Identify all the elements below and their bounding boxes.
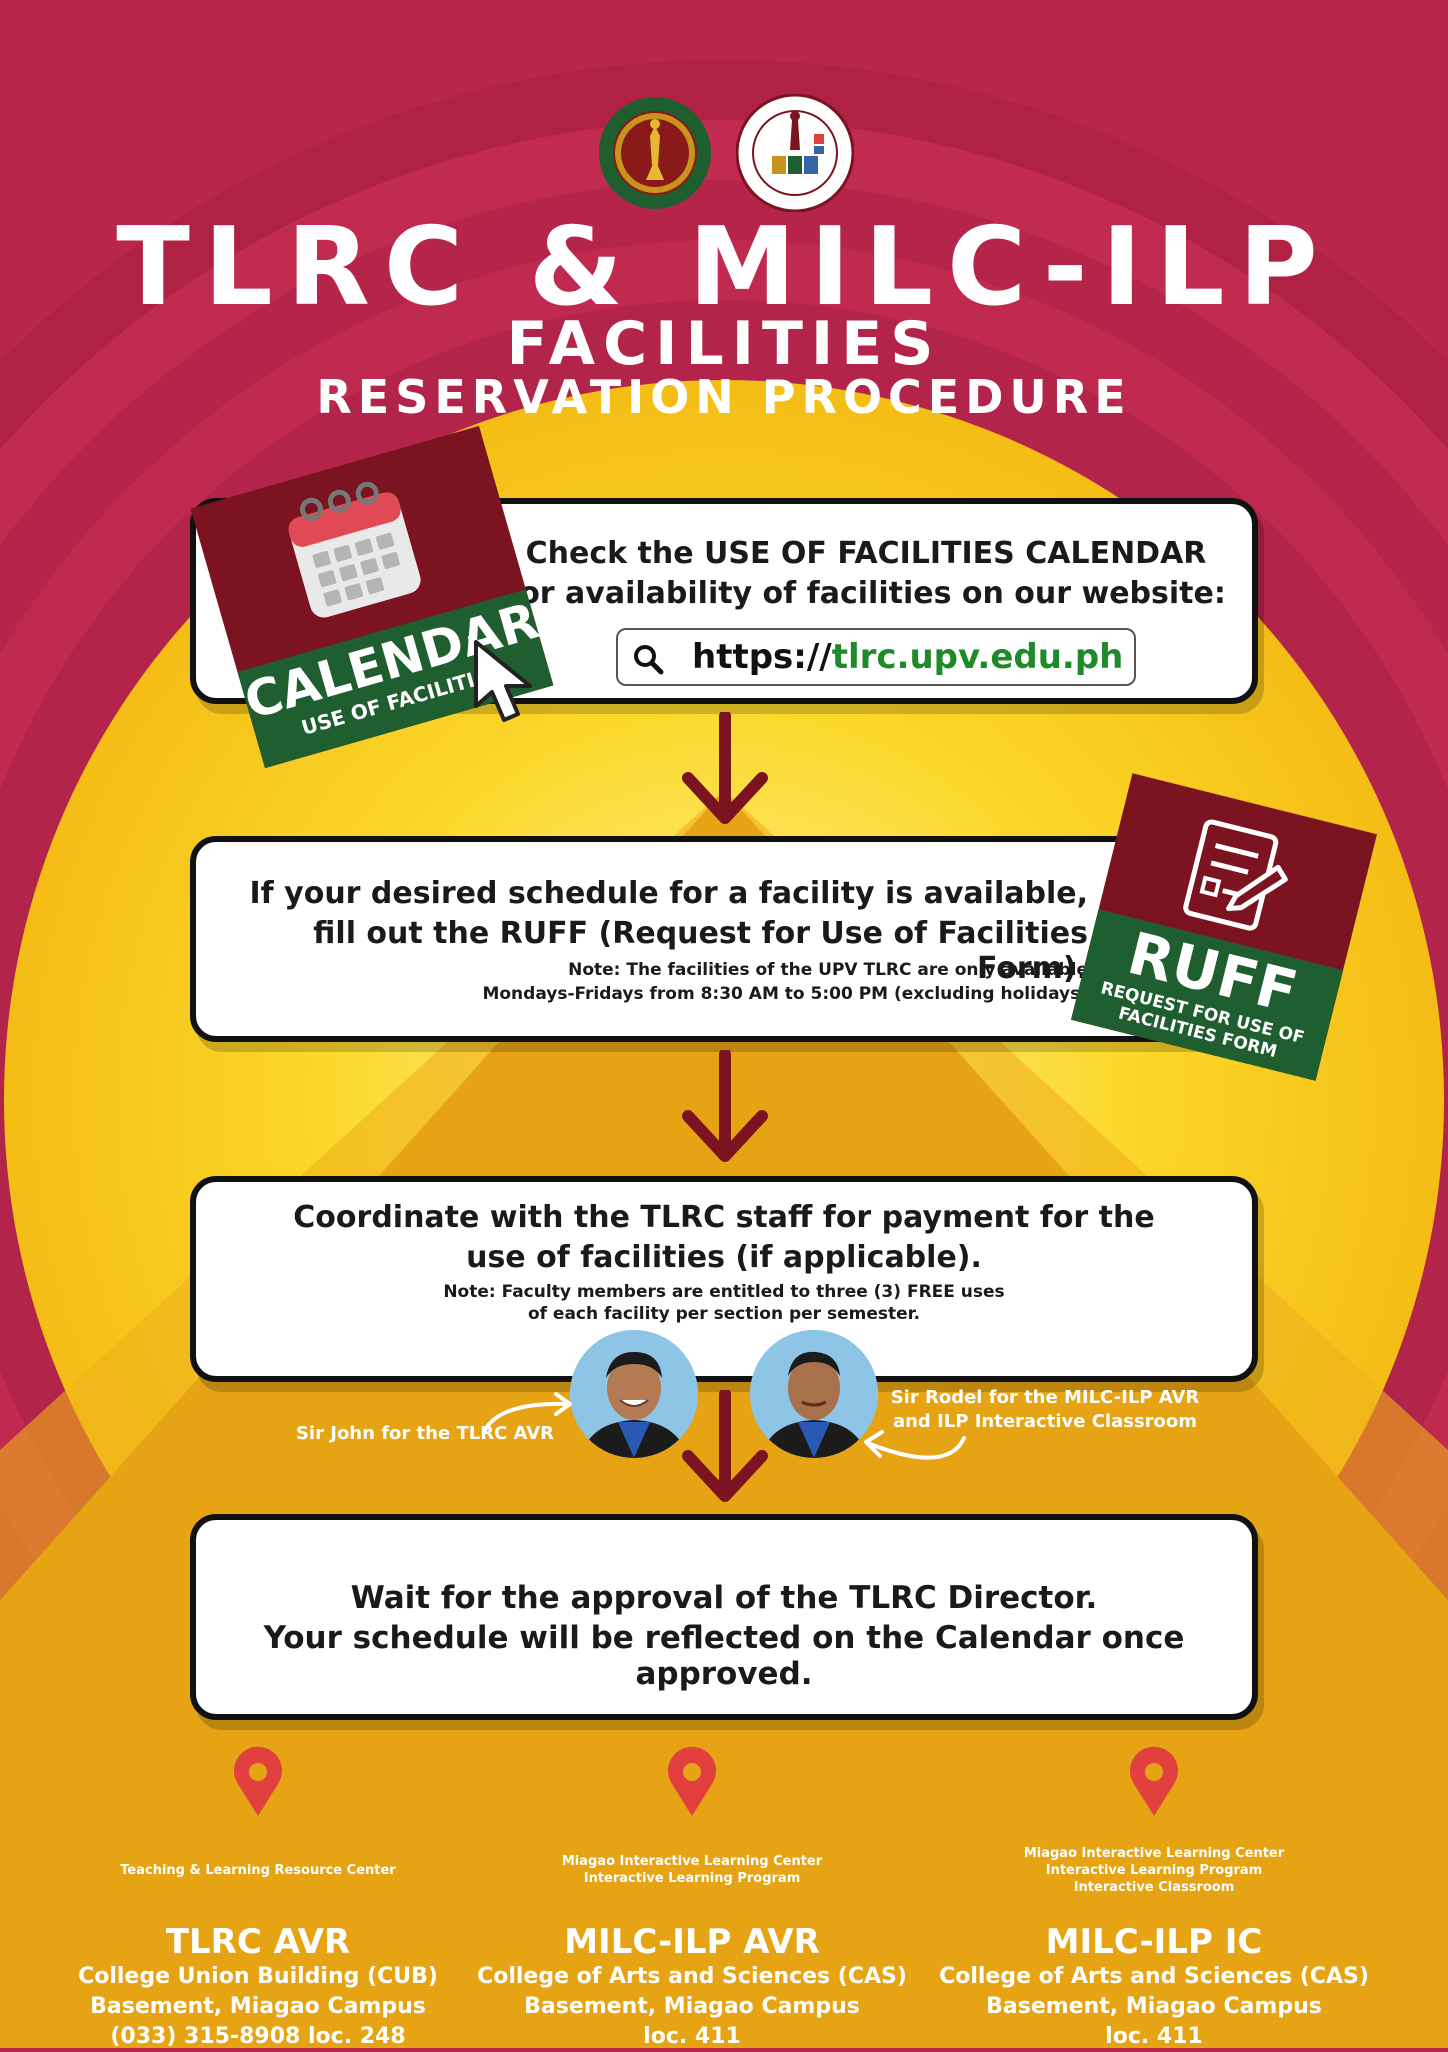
step-3-note-2: of each facility per section per semeste… [527, 1304, 921, 1324]
page-subtitle: FACILITIES [506, 309, 942, 379]
up-visayas-seal [598, 96, 712, 210]
tlrc-seal [735, 93, 855, 213]
location-milc-ilp-ic: Miagao Interactive Learning Center Inter… [934, 1746, 1374, 2052]
location-address-2: Basement, Miagao Campus [524, 1994, 860, 2019]
step-3-line-2: use of facilities (if applicable). [466, 1240, 982, 1275]
location-phone: (033) 315-8908 loc. 248 [110, 2024, 406, 2049]
form-icon [1183, 819, 1288, 931]
contact-sir-john: Sir John for the TLRC AVR [295, 1423, 555, 1444]
location-sub-line: Interactive Learning Program [583, 1871, 801, 1886]
location-pin-icon [668, 1746, 716, 1816]
location-phone: loc. 411 [643, 2024, 741, 2049]
location-address-1: College of Arts and Sciences (CAS) [477, 1964, 907, 1989]
page-title: TLRC & MILC-ILP [116, 205, 1332, 330]
avatar-sir-rodel [750, 1330, 878, 1458]
contact-sir-rodel-2: and ILP Interactive Classroom [892, 1411, 1198, 1432]
ruff-badge[interactable]: RUFF REQUEST FOR USE OF FACILITIES FORM [1071, 773, 1377, 1081]
location-pin-icon [1130, 1746, 1178, 1816]
location-sub-line: Interactive Classroom [1073, 1879, 1235, 1895]
step-2-line-2: fill out the RUFF (Request for Use of Fa… [313, 916, 1088, 986]
location-sub-line: Miagao Interactive Learning Center [561, 1854, 823, 1869]
location-phone: loc. 411 [1105, 2024, 1203, 2049]
location-title: MILC-ILP AVR [564, 1922, 820, 1962]
curved-arrow-icon [864, 1430, 966, 1460]
cursor-icon [468, 636, 532, 722]
location-address-2: Basement, Miagao Campus [90, 1994, 426, 2019]
location-address-1: College of Arts and Sciences (CAS) [939, 1964, 1369, 1989]
page-subtitle-procedure: RESERVATION PROCEDURE [316, 370, 1132, 424]
step-3-card: Coordinate with the TLRC staff for payme… [190, 1176, 1258, 1382]
avatar-sir-john [570, 1330, 698, 1458]
step-4-card: Wait for the approval of the TLRC Direct… [190, 1514, 1258, 1720]
calendar-badge[interactable]: CALENDAR USE OF FACILITIES [190, 425, 554, 769]
step-2-note-2: Mondays-Fridays from 8:30 AM to 5:00 PM … [482, 984, 1088, 1004]
step-3-line-1: Coordinate with the TLRC staff for payme… [293, 1200, 1155, 1235]
arrow-down-icon [682, 712, 768, 824]
location-title: MILC-ILP IC [1045, 1922, 1263, 1962]
calendar-icon [288, 481, 421, 618]
contact-sir-rodel-1: Sir Rodel for the MILC-ILP AVR [890, 1387, 1200, 1408]
url-prefix: https:// [692, 637, 832, 677]
step-3-note-1: Note: Faculty members are entitled to th… [443, 1282, 1005, 1302]
arrow-down-icon [682, 1390, 768, 1502]
location-sub-line: Interactive Learning Program [1045, 1862, 1263, 1878]
search-icon [634, 645, 664, 675]
location-address-1: College Union Building (CUB) [78, 1964, 438, 1989]
step-1-line-1: Check the USE OF FACILITIES CALENDAR [525, 536, 1207, 571]
location-sub-line: Miagao Interactive Learning Center [1023, 1845, 1285, 1861]
curved-arrow-icon [482, 1392, 572, 1434]
step-4-line-1: Wait for the approval of the TLRC Direct… [350, 1580, 1098, 1616]
location-sub-line: Teaching & Learning Resource Center [120, 1862, 396, 1878]
step-1-line-2: for availability of facilities on our we… [506, 576, 1226, 611]
step-2-line-1: If your desired schedule for a facility … [249, 876, 1089, 911]
location-title: TLRC AVR [165, 1922, 351, 1962]
location-milc-ilp-avr: Miagao Interactive Learning Center Inter… [472, 1746, 912, 2052]
website-url-bar[interactable]: https://tlrc.upv.edu.ph [616, 628, 1136, 686]
arrow-down-icon [682, 1050, 768, 1162]
step-4-line-2: Your schedule will be reflected on the C… [263, 1620, 1185, 1692]
location-pin-icon [234, 1746, 282, 1816]
location-address-2: Basement, Miagao Campus [986, 1994, 1322, 2019]
location-tlrc-avr: Teaching & Learning Resource Center TLRC… [38, 1746, 478, 2052]
url-domain-link[interactable]: tlrc.upv.edu.ph [831, 637, 1124, 677]
step-2-note-1: Note: The facilities of the UPV TLRC are… [568, 960, 1088, 980]
